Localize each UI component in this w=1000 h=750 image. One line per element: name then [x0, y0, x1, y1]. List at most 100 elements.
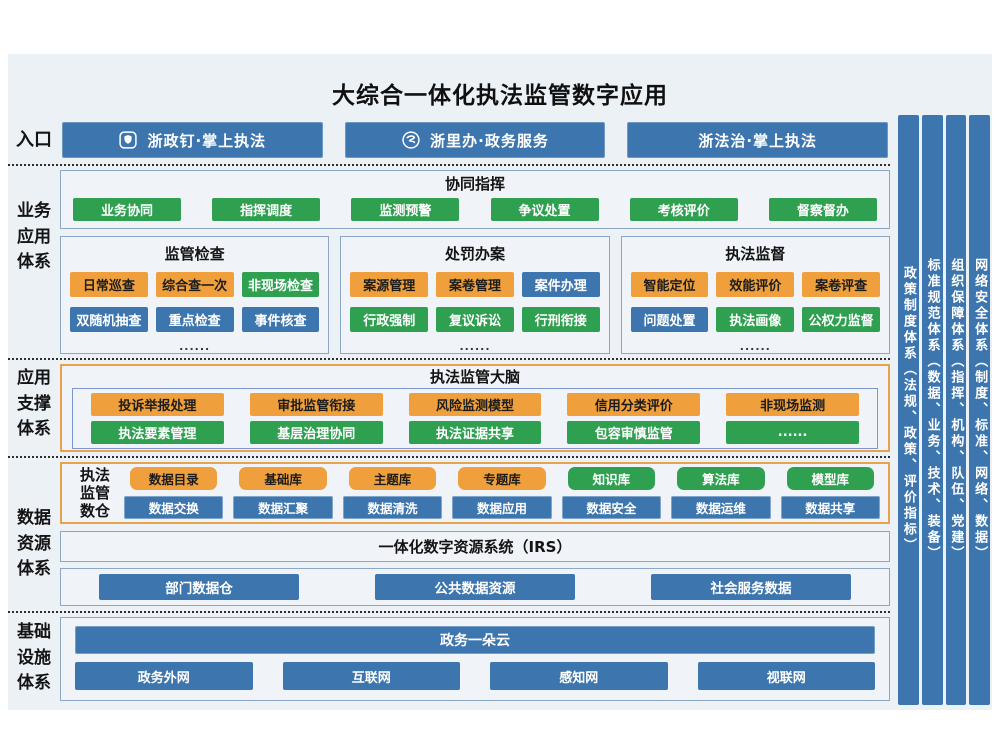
module-chip[interactable]: 重点检查 — [155, 307, 234, 332]
module-chip[interactable]: 智能定位 — [630, 272, 709, 297]
entry-button-label: 浙里办·政务服务 — [430, 131, 549, 150]
ellipsis-more: ...... — [739, 340, 771, 353]
module-chip[interactable]: 案卷管理 — [436, 272, 514, 297]
module-chip[interactable]: 数据运维 — [671, 496, 771, 519]
module-chip[interactable]: 事件核查 — [241, 307, 320, 332]
module-chip[interactable]: 风险监测模型 — [408, 393, 542, 416]
module-chip[interactable]: 政务外网 — [75, 662, 253, 690]
module-chip[interactable]: 数据清洗 — [342, 496, 443, 519]
module-chip[interactable]: 问题处置 — [630, 307, 709, 332]
standard-system-bar: 标准规范体系（数据、业务、技术、装备） — [921, 115, 943, 705]
module-chip[interactable]: 数据共享 — [780, 496, 880, 519]
module-chip[interactable]: 非现场检查 — [241, 272, 320, 297]
warehouse-column: 模型库 数据共享 — [780, 467, 880, 519]
section-divider — [8, 611, 890, 613]
sub-box-title: 执法监督 — [725, 245, 786, 263]
module-chip[interactable]: 日常巡查 — [70, 272, 148, 297]
module-chip[interactable]: 公权力监督 — [802, 307, 880, 332]
module-chip[interactable]: 争议处置 — [490, 198, 599, 221]
module-chip[interactable]: 效能评价 — [716, 272, 795, 297]
module-chip[interactable]: 执法画像 — [716, 307, 795, 332]
module-chip[interactable]: 执法证据共享 — [408, 421, 542, 444]
chip-row: 智能定位 效能评价 案卷评查 — [630, 272, 880, 297]
command-box-title: 协同指挥 — [444, 175, 505, 193]
module-chip[interactable]: 专题库 — [458, 467, 546, 490]
ellipsis-more: ...... — [179, 340, 211, 353]
punishment-case-box: 处罚办案 案源管理 案卷管理 案件办理 行政强制 复议诉讼 行刑衔接 .....… — [340, 236, 610, 354]
module-chip[interactable]: 算法库 — [677, 467, 765, 490]
infrastructure-box: 政务一朵云 政务外网 互联网 感知网 视联网 — [60, 617, 890, 701]
module-chip[interactable]: 数据交换 — [124, 496, 224, 519]
module-chip[interactable]: 指挥调度 — [212, 198, 321, 221]
module-chip[interactable]: 考核评价 — [629, 198, 738, 221]
module-chip[interactable]: 社会服务数据 — [651, 574, 851, 600]
right-system-bars: 政策制度体系（法规、政策、评价指标） 标准规范体系（数据、业务、技术、装备） 组… — [898, 115, 990, 705]
page-title: 大综合一体化执法监管数字应用 — [332, 83, 668, 109]
entry-row: 浙政钉·掌上执法 浙里办·政务服务 浙法治·掌上执法 — [60, 122, 890, 158]
module-chip[interactable]: 督察督办 — [768, 198, 877, 221]
module-chip[interactable]: 部门数据仓 — [99, 574, 299, 600]
organization-system-bar: 组织保障体系（指挥、机构、队伍、党建） — [945, 115, 967, 705]
module-chip[interactable]: 基层治理协同 — [249, 421, 383, 444]
module-chip[interactable]: 感知网 — [490, 662, 668, 690]
module-chip[interactable]: 复议诉讼 — [436, 307, 514, 332]
module-chip[interactable]: 业务协同 — [73, 198, 181, 221]
irs-system-box: 一体化数字资源系统（IRS） — [60, 531, 890, 562]
policy-system-bar: 政策制度体系（法规、政策、评价指标） — [898, 115, 919, 705]
module-chip[interactable]: 包容审慎监管 — [567, 421, 701, 444]
chip-row: 行政强制 复议诉讼 行刑衔接 — [350, 307, 600, 332]
network-row: 政务外网 互联网 感知网 视联网 — [75, 662, 875, 690]
supervision-inspection-box: 监管检查 日常巡查 综合查一次 非现场检查 双随机抽查 重点检查 事件核查 ..… — [60, 236, 330, 354]
module-chip[interactable]: 案件办理 — [521, 272, 600, 297]
module-chip[interactable]: 视联网 — [697, 662, 875, 690]
module-chip[interactable]: 非现场监测 — [726, 393, 859, 416]
module-chip[interactable]: 信用分类评价 — [567, 393, 701, 416]
module-chip[interactable]: ...... — [726, 421, 859, 444]
warehouse-column: 主题库 数据清洗 — [342, 467, 443, 519]
module-chip[interactable]: 案源管理 — [350, 272, 429, 297]
chip-row: 日常巡查 综合查一次 非现场检查 — [70, 272, 320, 297]
module-chip[interactable]: 行政强制 — [350, 307, 429, 332]
sub-box-title: 处罚办案 — [444, 245, 505, 263]
module-chip[interactable]: 数据汇聚 — [233, 496, 333, 519]
module-chip[interactable]: 主题库 — [348, 467, 437, 490]
module-chip[interactable]: 知识库 — [567, 467, 656, 490]
entry-button-label: 浙政钉·掌上执法 — [147, 131, 267, 150]
irs-title: 一体化数字资源系统（IRS） — [378, 538, 572, 556]
module-chip[interactable]: 案卷评查 — [802, 272, 880, 297]
module-chip[interactable]: 双随机抽查 — [70, 307, 148, 332]
module-chip[interactable]: 互联网 — [282, 662, 460, 690]
entry-button-zheliban[interactable]: 浙里办·政务服务 — [344, 122, 606, 158]
supervision-brain-box: 执法监管大脑 投诉举报处理 审批监管衔接 风险监测模型 信用分类评价 非现场监测… — [60, 364, 890, 452]
module-chip[interactable]: 数据安全 — [561, 496, 662, 519]
government-cloud-bar[interactable]: 政务一朵云 — [75, 626, 875, 654]
entry-button-zhefazhi[interactable]: 浙法治·掌上执法 — [627, 122, 889, 158]
command-chip-row: 业务协同 指挥调度 监测预警 争议处置 考核评价 督察督办 — [73, 198, 877, 221]
module-chip[interactable]: 模型库 — [786, 467, 874, 490]
data-warehouse-box: 执法 监管 数仓 数据目录 数据交换 基础库 数据汇聚 主题库 数据清洗 专题库… — [60, 462, 890, 524]
side-label-infra: 基础 设施 体系 — [17, 621, 51, 693]
module-chip[interactable]: 执法要素管理 — [91, 421, 224, 444]
module-chip[interactable]: 审批监管衔接 — [249, 393, 383, 416]
chip-row: 执法要素管理 基层治理协同 执法证据共享 包容审慎监管 ...... — [91, 421, 859, 444]
warehouse-column: 基础库 数据汇聚 — [233, 467, 333, 519]
entry-button-zhezhengding[interactable]: 浙政钉·掌上执法 — [62, 122, 323, 158]
warehouse-label: 执法 监管 数仓 — [79, 465, 110, 521]
chip-row: 双随机抽查 重点检查 事件核查 — [70, 307, 320, 332]
module-chip[interactable]: 监测预警 — [351, 198, 460, 221]
module-chip[interactable]: 数据应用 — [452, 496, 552, 519]
module-chip[interactable]: 公共数据资源 — [375, 574, 575, 600]
warehouse-column: 知识库 数据安全 — [561, 467, 662, 519]
data-sources-box: 部门数据仓 公共数据资源 社会服务数据 — [60, 568, 890, 606]
collaborative-command-box: 协同指挥 业务协同 指挥调度 监测预警 争议处置 考核评价 督察督办 — [60, 170, 890, 229]
chip-row: 案源管理 案卷管理 案件办理 — [350, 272, 600, 297]
module-chip[interactable]: 基础库 — [239, 467, 327, 490]
side-label-data: 数据 资源 体系 — [17, 507, 51, 579]
module-chip[interactable]: 数据目录 — [129, 467, 218, 490]
module-chip[interactable]: 行刑衔接 — [521, 307, 600, 332]
module-chip[interactable]: 投诉举报处理 — [91, 393, 224, 416]
shield-badge-icon — [118, 130, 138, 150]
section-divider — [8, 164, 890, 166]
module-chip[interactable]: 综合查一次 — [155, 272, 234, 297]
chip-row: 投诉举报处理 审批监管衔接 风险监测模型 信用分类评价 非现场监测 — [91, 393, 859, 416]
